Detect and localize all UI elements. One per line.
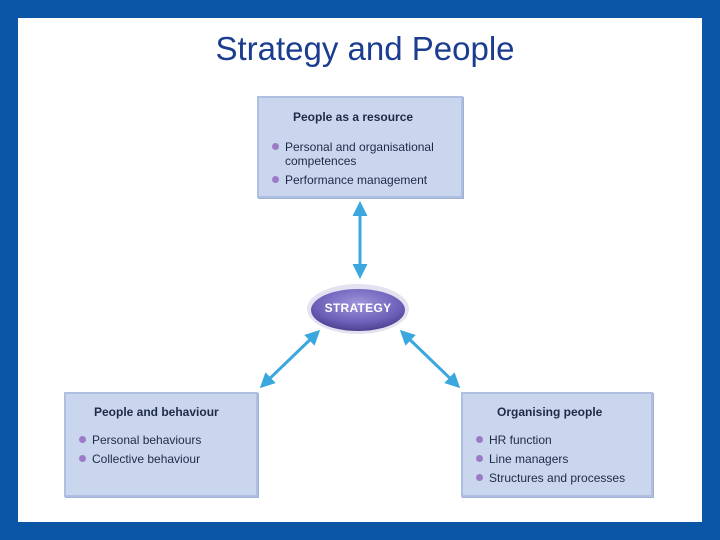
list-item: Collective behaviour (66, 452, 256, 466)
box-title: Organising people (497, 405, 603, 419)
bullet-icon (272, 176, 279, 183)
box-people-and-behaviour: People and behaviour Personal behaviours… (64, 392, 258, 497)
box-title: People as a resource (293, 110, 414, 124)
box-organising-people: Organising people HR function Line manag… (461, 392, 653, 497)
list-item: HR function (463, 433, 651, 447)
bullet-icon (476, 474, 483, 481)
bullet-icon (476, 436, 483, 443)
arrow-right (399, 329, 461, 389)
list-item: Performance management (259, 173, 461, 187)
strategy-ellipse: STRATEGY (305, 282, 411, 336)
bullet-icon (79, 455, 86, 462)
bullet-icon (79, 436, 86, 443)
bullet-icon (272, 143, 279, 150)
list-item: Personal behaviours (66, 433, 256, 447)
list-item: Line managers (463, 452, 651, 466)
slide-title: Strategy and People (215, 30, 515, 67)
box-people-as-resource: People as a resource Personal and organi… (257, 96, 463, 198)
strategy-label: STRATEGY (324, 301, 392, 315)
list-item: Structures and processes (463, 471, 651, 485)
arrow-left (259, 329, 321, 389)
bullet-icon (476, 455, 483, 462)
list-item: Personal and organisational competences (259, 140, 461, 168)
box-title: People and behaviour (94, 405, 219, 419)
